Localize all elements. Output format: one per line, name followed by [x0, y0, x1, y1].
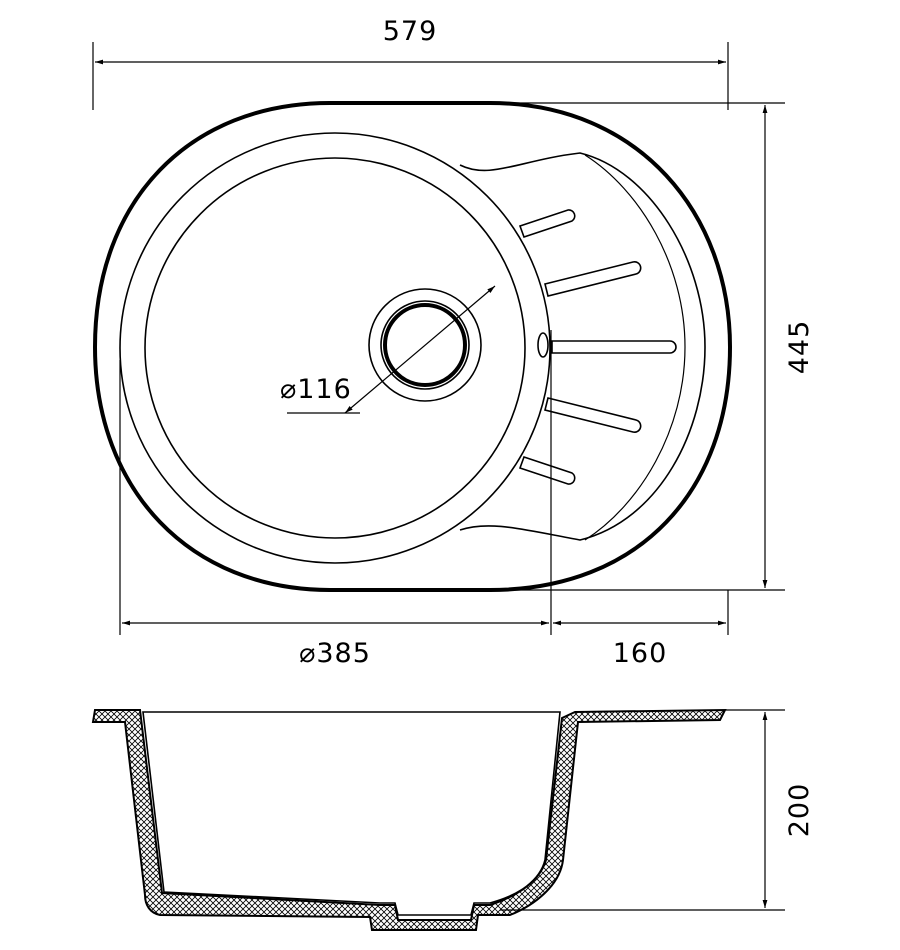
bowl-diameter-label: ⌀385: [299, 638, 371, 669]
bowl-rim: [119, 132, 551, 564]
groove-5: [518, 455, 576, 485]
overflow-hole: [537, 332, 549, 358]
groove-3: [551, 340, 677, 354]
groove-4: [544, 397, 642, 433]
section-view: [91, 708, 727, 931]
drainboard-inner-edge: [584, 154, 686, 541]
sink-outer-outline: [92, 101, 733, 592]
dim-depth: 200: [500, 709, 815, 911]
drainboard-width-label: 160: [613, 638, 668, 669]
dim-overall-width: 579: [92, 16, 729, 110]
overall-width-label: 579: [383, 16, 438, 47]
dim-bottom: ⌀385 160: [119, 330, 729, 669]
section-bowl-interior: [142, 711, 561, 916]
depth-label: 200: [784, 783, 815, 838]
top-view: ⌀116: [92, 101, 733, 592]
groove-2: [544, 261, 642, 297]
drainboard-grooves: [518, 209, 677, 485]
groove-1: [518, 209, 576, 239]
section-wall: [91, 708, 727, 931]
overall-height-label: 445: [784, 320, 815, 375]
drain-diameter-label: ⌀116: [280, 374, 352, 405]
bowl-inner: [144, 157, 526, 539]
drainboard-outline: [459, 152, 706, 541]
dim-overall-height: 445: [500, 102, 815, 591]
